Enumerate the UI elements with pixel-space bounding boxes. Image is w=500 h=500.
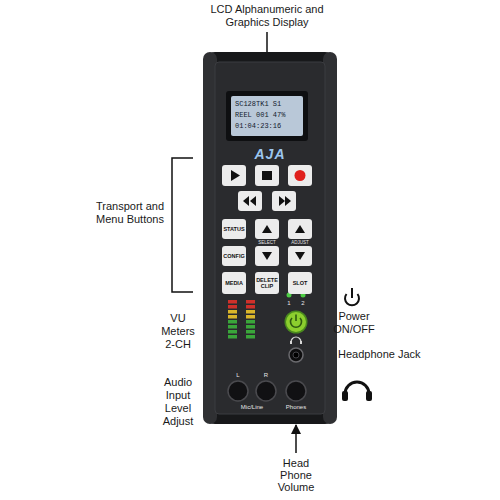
button-label: MEDIA (225, 280, 243, 286)
channel-number: 2 (299, 300, 307, 307)
front-panel (215, 62, 325, 414)
record-button (288, 165, 312, 186)
headphone-jack (293, 352, 299, 358)
menu-button: SLOT (288, 272, 312, 294)
vu-segment (228, 330, 237, 334)
vu-segment (228, 320, 237, 324)
lcd-bezel (226, 91, 308, 141)
knob-caption: Phones (281, 404, 311, 411)
vu-segment (246, 335, 255, 339)
button-label: SLOT (293, 280, 308, 286)
callout-label: Power ON/OFF (331, 310, 377, 336)
power-icon (351, 288, 353, 298)
leader-arrow (295, 425, 297, 453)
callout-label: Audio Input Level Adjust (156, 376, 200, 428)
vu-segment (228, 325, 237, 329)
vu-segment (246, 330, 255, 334)
channel-number: 1 (285, 300, 293, 307)
lcd-line: SC128TK1 S1 (235, 99, 299, 110)
headphone-jack (289, 348, 303, 362)
lcd-line: 01:04:23:16 (235, 121, 299, 132)
rewind-icon (250, 196, 256, 206)
button-label: DELETE CLIP (256, 277, 278, 289)
vu-segment (246, 325, 255, 329)
down-button (288, 246, 312, 266)
device-housing (203, 52, 337, 424)
vu-segment (246, 310, 255, 314)
menu-button: MEDIA (222, 272, 246, 294)
down-icon (262, 252, 272, 260)
power-symbol (295, 315, 297, 322)
play-icon (231, 170, 240, 181)
vu-segment (228, 335, 237, 339)
power-button (285, 311, 308, 334)
rewind-icon (243, 196, 249, 206)
down-icon (295, 252, 305, 260)
menu-button: STATUS (222, 219, 246, 239)
brand-logo: AJA (213, 146, 327, 162)
channel-letter: L (233, 372, 243, 379)
vu-segment (246, 320, 255, 324)
rewind-button (238, 191, 262, 211)
level-knob (228, 381, 248, 401)
stop-icon (262, 171, 272, 180)
stop-button (255, 165, 279, 186)
vu-segment (246, 305, 255, 309)
button-caption: SELECT (253, 240, 281, 245)
button-caption: ADJUST (286, 240, 314, 245)
lcd-line: REEL 001 47% (235, 110, 299, 121)
vu-segment (246, 300, 255, 304)
vu-segment (228, 315, 237, 319)
device-body: AJA SC128TK1 S1REEL 001 47%01:04:23:16STA… (213, 58, 327, 418)
callout-label: Headphone Jack (338, 348, 421, 361)
up-button (288, 219, 312, 239)
headphone-icon (345, 382, 369, 394)
menu-button: CONFIG (222, 246, 246, 266)
headphone-mark (291, 337, 301, 342)
up-icon (295, 225, 305, 233)
up-icon (262, 225, 272, 233)
fast-forward-icon (279, 196, 285, 206)
callout-label: VU Meters 2-CH (156, 312, 200, 351)
vu-segment (228, 310, 237, 314)
level-knob (256, 381, 276, 401)
vu-segment (246, 315, 255, 319)
play-button (222, 165, 246, 186)
fast-forward-button (272, 191, 296, 211)
headphone-mark (290, 341, 292, 344)
headphone-icon (342, 391, 348, 401)
button-label: CONFIG (223, 253, 244, 259)
knob-caption: Mic/Line (232, 404, 272, 411)
lcd-display: SC128TK1 S1REEL 001 47%01:04:23:16 (231, 96, 303, 136)
volume-knob (286, 381, 306, 401)
callout-label: Head Phone Volume (266, 457, 326, 493)
vu-meter (228, 300, 255, 339)
callout-label: LCD Alphanumeric and Graphics Display (208, 3, 326, 29)
record-icon (295, 170, 306, 181)
headphone-icon (366, 391, 372, 401)
headphone-mark (300, 341, 302, 344)
channel-letter: R (261, 372, 271, 379)
vu-segment (228, 300, 237, 304)
power-button (286, 312, 306, 332)
bracket (172, 158, 193, 292)
button-label: STATUS (223, 226, 244, 232)
vu-segment (228, 305, 237, 309)
fast-forward-icon (285, 196, 291, 206)
up-button (255, 219, 279, 239)
callout-label: Transport and Menu Buttons (93, 200, 167, 226)
down-button (255, 246, 279, 266)
menu-button: DELETE CLIP (255, 272, 279, 294)
